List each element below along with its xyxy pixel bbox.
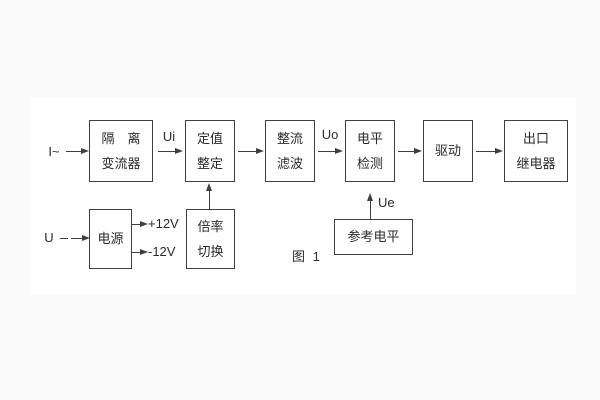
output-relay-line1: 出口 xyxy=(522,130,549,146)
signal-plus12v-label: +12V xyxy=(148,216,179,231)
isolation-transformer-line2: 变流器 xyxy=(101,155,141,171)
ratio-switch-line2: 切换 xyxy=(197,243,224,259)
output-relay-box: 出口 继电器 xyxy=(504,120,568,182)
level-detect-box: 电平 检测 xyxy=(345,120,395,182)
power-supply-box: 电源 xyxy=(89,209,132,269)
signal-ue-label: Ue xyxy=(378,195,395,210)
rectify-filter-line2: 滤波 xyxy=(276,155,303,171)
output-relay-line2: 继电器 xyxy=(516,155,556,171)
rectify-filter-line1: 整流 xyxy=(276,130,303,146)
input-voltage-label: U xyxy=(44,230,54,245)
setpoint-adjust-line2: 整定 xyxy=(196,155,223,171)
signal-minus12v-label: -12V xyxy=(148,244,176,259)
isolation-transformer-line1: 隔 离 xyxy=(101,130,141,146)
setpoint-adjust-box: 定值 整定 xyxy=(185,120,235,182)
ratio-switch-box: 倍率 切换 xyxy=(186,209,235,269)
drive-box: 驱动 xyxy=(423,120,473,182)
drive-label: 驱动 xyxy=(434,143,461,158)
reference-level-box: 参考电平 xyxy=(334,219,413,255)
isolation-transformer-box: 隔 离 变流器 xyxy=(89,120,153,182)
signal-ui-label: Ui xyxy=(162,129,176,144)
level-detect-line2: 检测 xyxy=(356,155,383,171)
reference-level-label: 参考电平 xyxy=(347,229,400,244)
setpoint-adjust-line1: 定值 xyxy=(196,130,223,146)
level-detect-line1: 电平 xyxy=(356,130,383,146)
input-current-label: I~ xyxy=(48,144,60,159)
figure-caption: 图 1 xyxy=(292,249,322,264)
power-supply-label: 电源 xyxy=(97,231,124,246)
ratio-switch-line1: 倍率 xyxy=(197,218,224,234)
rectify-filter-box: 整流 滤波 xyxy=(265,120,315,182)
signal-uo-label: Uo xyxy=(321,127,339,142)
